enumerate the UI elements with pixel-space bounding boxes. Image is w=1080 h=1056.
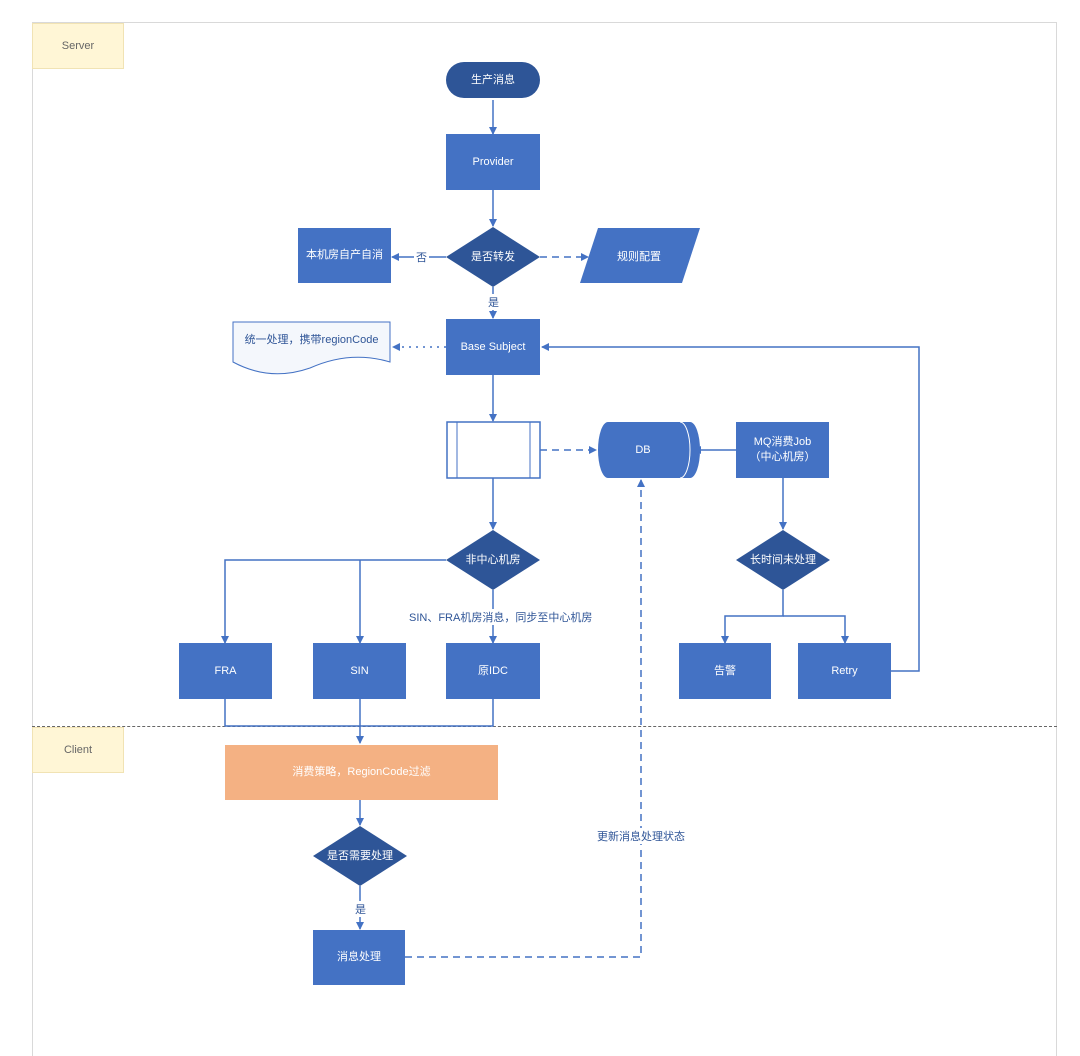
edge-label-yes-process: 是 [355, 901, 366, 917]
edge-label-update-status: 更新消息处理状态 [597, 828, 685, 844]
edge-label-sync: SIN、FRA机房消息，同步至中心机房 [409, 609, 593, 625]
fra-node: FRA [179, 643, 272, 699]
base-subject-node: Base Subject [446, 319, 540, 375]
edge-noncenter-fra [221, 559, 446, 644]
queue-box [446, 421, 541, 479]
edge-long-retry [783, 615, 849, 644]
mq-job-node: MQ消费Job （中心机房） [736, 422, 829, 478]
provider-node: Provider [446, 134, 540, 190]
edge-fra-strategy [224, 699, 364, 744]
lane-label-client: Client [32, 727, 124, 773]
non-center-label: 非中心机房 [465, 553, 521, 566]
db-label: DB [635, 443, 651, 456]
decision-non-center [446, 530, 540, 590]
start-node: 生产消息 [446, 62, 540, 98]
lane-label-server: Server [32, 23, 124, 69]
origin-idc-node: 原IDC [446, 643, 540, 699]
mq-job-line2: （中心机房） [749, 451, 816, 463]
retry-node: Retry [798, 643, 891, 699]
edge-label-yes-forward: 是 [488, 294, 499, 310]
rules-config-label: 规则配置 [617, 250, 661, 263]
decision-is-forward [446, 227, 540, 287]
edge-label-no: 否 [414, 249, 429, 265]
local-node: 本机房自产自消 [298, 228, 391, 283]
decision-need-process [313, 826, 407, 886]
edge-retry-base [541, 343, 920, 672]
edge-process-db [405, 479, 645, 958]
edge-origin-strategy [360, 699, 494, 727]
lane-divider [32, 726, 1057, 727]
sin-node: SIN [313, 643, 406, 699]
edge-long-alarm [721, 590, 784, 644]
decision-long-unprocessed [736, 530, 830, 590]
document-note [232, 321, 391, 375]
document-note-text: 统一处理，携带regionCode [244, 333, 379, 346]
process-node: 消息处理 [313, 930, 405, 985]
db-storage [598, 422, 700, 478]
strategy-node: 消费策略，RegionCode过滤 [225, 745, 498, 800]
is-forward-label: 是否转发 [471, 250, 515, 263]
alarm-node: 告警 [679, 643, 771, 699]
db-storage-curve [679, 421, 691, 479]
data-rules-config [580, 228, 700, 283]
mq-job-line1: MQ消费Job [753, 436, 812, 448]
long-unprocessed-label: 长时间未处理 [750, 553, 816, 566]
diagram-frame [32, 22, 1057, 1056]
need-process-label: 是否需要处理 [327, 849, 393, 862]
